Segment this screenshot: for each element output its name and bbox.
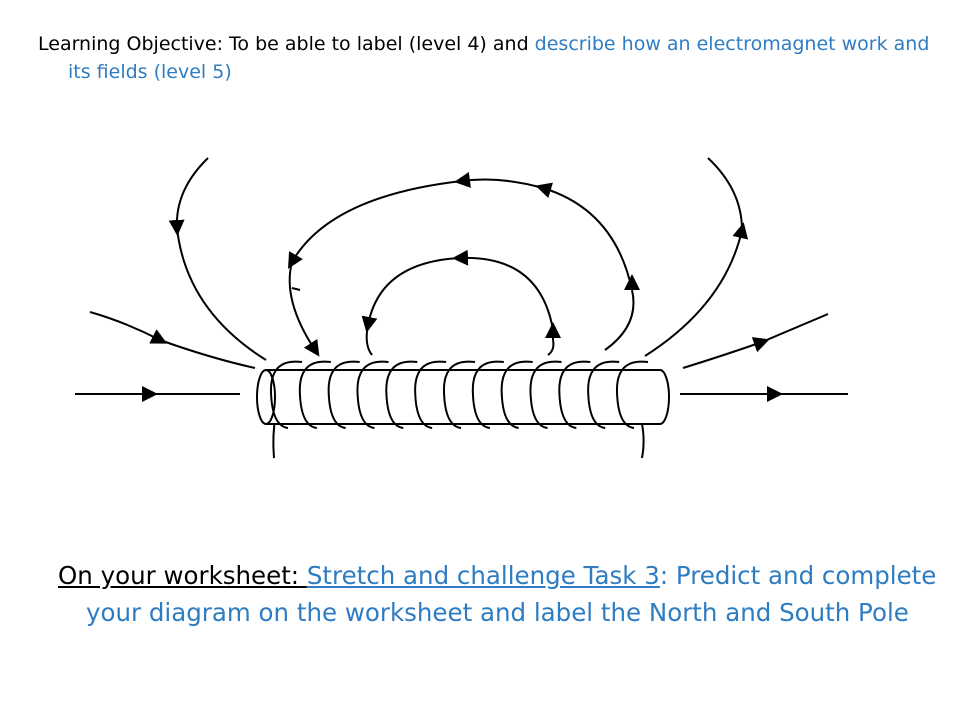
field-line-outer-right	[644, 222, 749, 357]
coil-turn	[500, 360, 533, 429]
coil-turn	[442, 360, 476, 429]
task-name: Stretch and challenge Task 3	[306, 561, 660, 590]
objective-highlight: describe how an electromagnet work and i…	[68, 33, 930, 83]
coil-turn	[298, 360, 331, 429]
coil-turn	[269, 360, 303, 429]
coil-turn	[587, 360, 620, 429]
task-body: Predict and complete your diagram on the…	[86, 561, 937, 627]
field-line-right-slant	[682, 337, 770, 369]
task-gap	[299, 561, 307, 590]
coil-turn	[356, 360, 389, 429]
coil-turn	[327, 360, 360, 429]
iron-core	[256, 369, 670, 425]
coil-turn	[529, 360, 562, 429]
objective-text: Learning Objective: To be able to label …	[38, 33, 535, 55]
coil-turn	[471, 360, 504, 429]
coil-turn	[615, 360, 649, 429]
field-line-inner-arch	[452, 249, 554, 331]
coil-turn	[414, 360, 447, 429]
field-line-middle-arch	[535, 182, 633, 291]
learning-objective: Learning Objective: To be able to label …	[38, 30, 958, 86]
task-lead: On your worksheet:	[58, 561, 300, 590]
coil-turn	[385, 360, 418, 429]
coil-turns	[269, 360, 649, 429]
task-colon: :	[659, 561, 669, 590]
coil-turn	[558, 360, 591, 429]
field-line-outer-left	[168, 157, 209, 236]
worksheet-instruction: On your worksheet: Stretch and challenge…	[58, 557, 946, 631]
field-lines	[75, 157, 848, 402]
field-line-left-slant	[89, 311, 168, 344]
